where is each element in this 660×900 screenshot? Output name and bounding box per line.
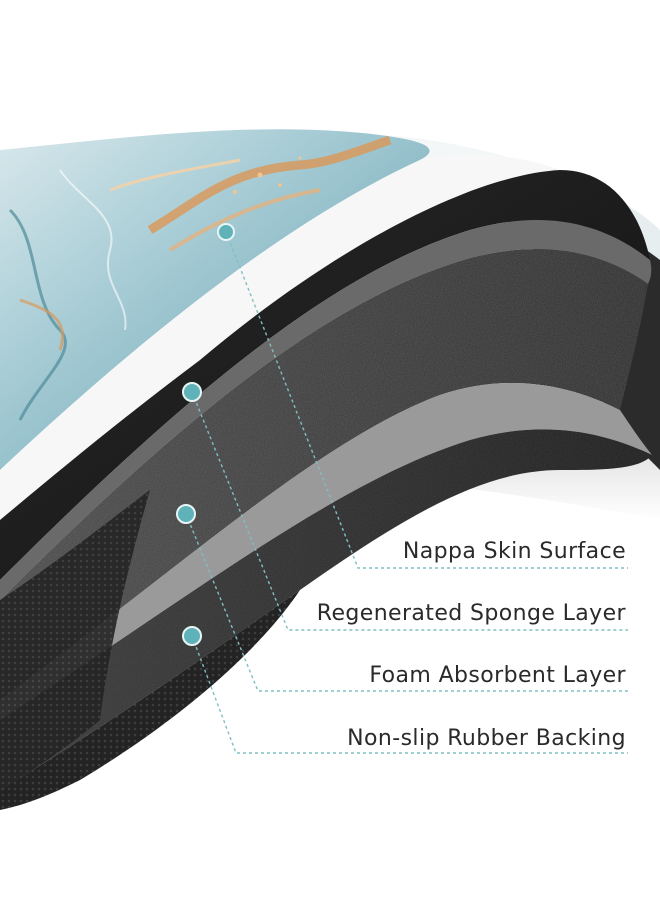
callout-dot-icon — [217, 223, 235, 241]
label-non-slip-rubber-backing: Non-slip Rubber Backing — [347, 726, 626, 751]
callout-lines — [185, 231, 628, 754]
callout-dots — [176, 223, 235, 646]
callout-line-sponge — [191, 391, 628, 631]
callout-line-rubber — [191, 635, 628, 754]
callout-dot-icon — [176, 504, 196, 524]
callout-dot-icon — [182, 626, 202, 646]
label-regenerated-sponge-layer: Regenerated Sponge Layer — [316, 601, 626, 626]
callout-dot-icon — [182, 382, 202, 402]
label-foam-absorbent-layer: Foam Absorbent Layer — [369, 663, 626, 688]
callout-line-nappa — [225, 231, 628, 569]
label-nappa-skin-surface: Nappa Skin Surface — [402, 539, 626, 564]
